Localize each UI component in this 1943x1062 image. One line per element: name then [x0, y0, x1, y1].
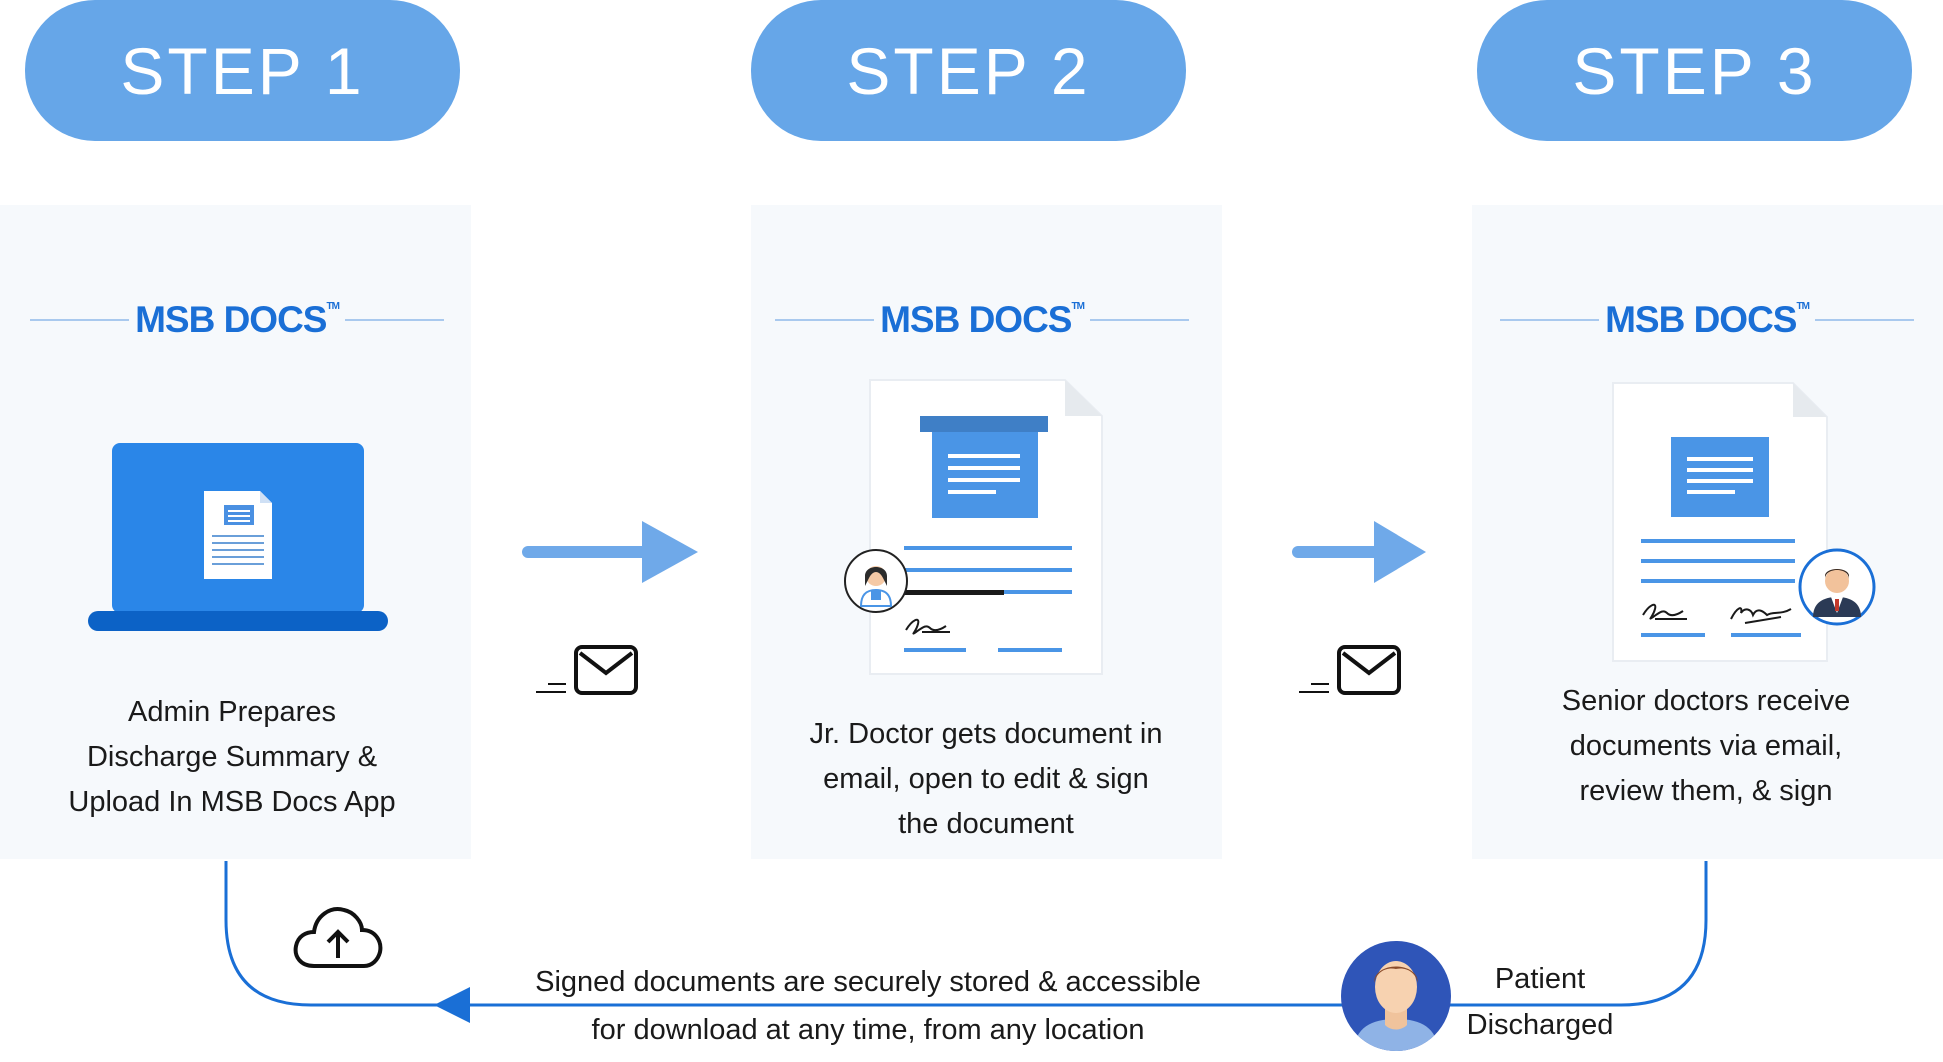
patient-avatar-icon	[1341, 941, 1451, 1051]
divider	[1500, 319, 1600, 321]
divider	[30, 319, 130, 321]
step-1-brand: MSB DOCSTM	[30, 295, 445, 345]
laptop-document-icon	[88, 443, 388, 631]
cloud-upload-icon	[293, 907, 383, 968]
patient-discharged-text: Patient Discharged	[1466, 963, 1614, 1041]
arrow-right-icon	[1292, 521, 1426, 583]
document-icon	[869, 379, 1103, 675]
storage-text: Signed documents are securely stored & a…	[535, 966, 1201, 1046]
divider	[1814, 319, 1915, 321]
brand-logo: MSB DOCSTM	[1605, 299, 1810, 340]
step-1-pill: STEP 1	[25, 0, 460, 141]
step-2-label: STEP 2	[846, 33, 1091, 108]
divider	[344, 319, 445, 321]
male-doctor-avatar-icon	[1798, 548, 1876, 626]
brand-logo: MSB DOCSTM	[135, 299, 340, 340]
mail-icon	[536, 645, 638, 695]
step-3-caption: Senior doctors receive documents via ema…	[1561, 685, 1851, 807]
document-icon	[1612, 382, 1828, 662]
brand-logo: MSB DOCSTM	[880, 299, 1085, 340]
flow-connector	[224, 861, 1708, 1023]
divider	[1089, 319, 1190, 321]
mail-icon	[1299, 645, 1401, 695]
arrow-left-icon	[434, 987, 470, 1023]
step-2-pill: STEP 2	[751, 0, 1186, 141]
step-3-pill: STEP 3	[1477, 0, 1912, 141]
step-2-caption: Jr. Doctor gets document in email, open …	[809, 718, 1163, 840]
step-3-brand: MSB DOCSTM	[1500, 295, 1915, 345]
step-2-brand: MSB DOCSTM	[775, 295, 1190, 345]
step-1-caption: Admin Prepares Discharge Summary & Uploa…	[68, 696, 396, 818]
divider	[775, 319, 875, 321]
arrow-right-icon	[522, 521, 698, 583]
step-3-label: STEP 3	[1572, 33, 1817, 108]
step-1-label: STEP 1	[120, 33, 365, 108]
female-doctor-avatar-icon	[844, 549, 908, 613]
